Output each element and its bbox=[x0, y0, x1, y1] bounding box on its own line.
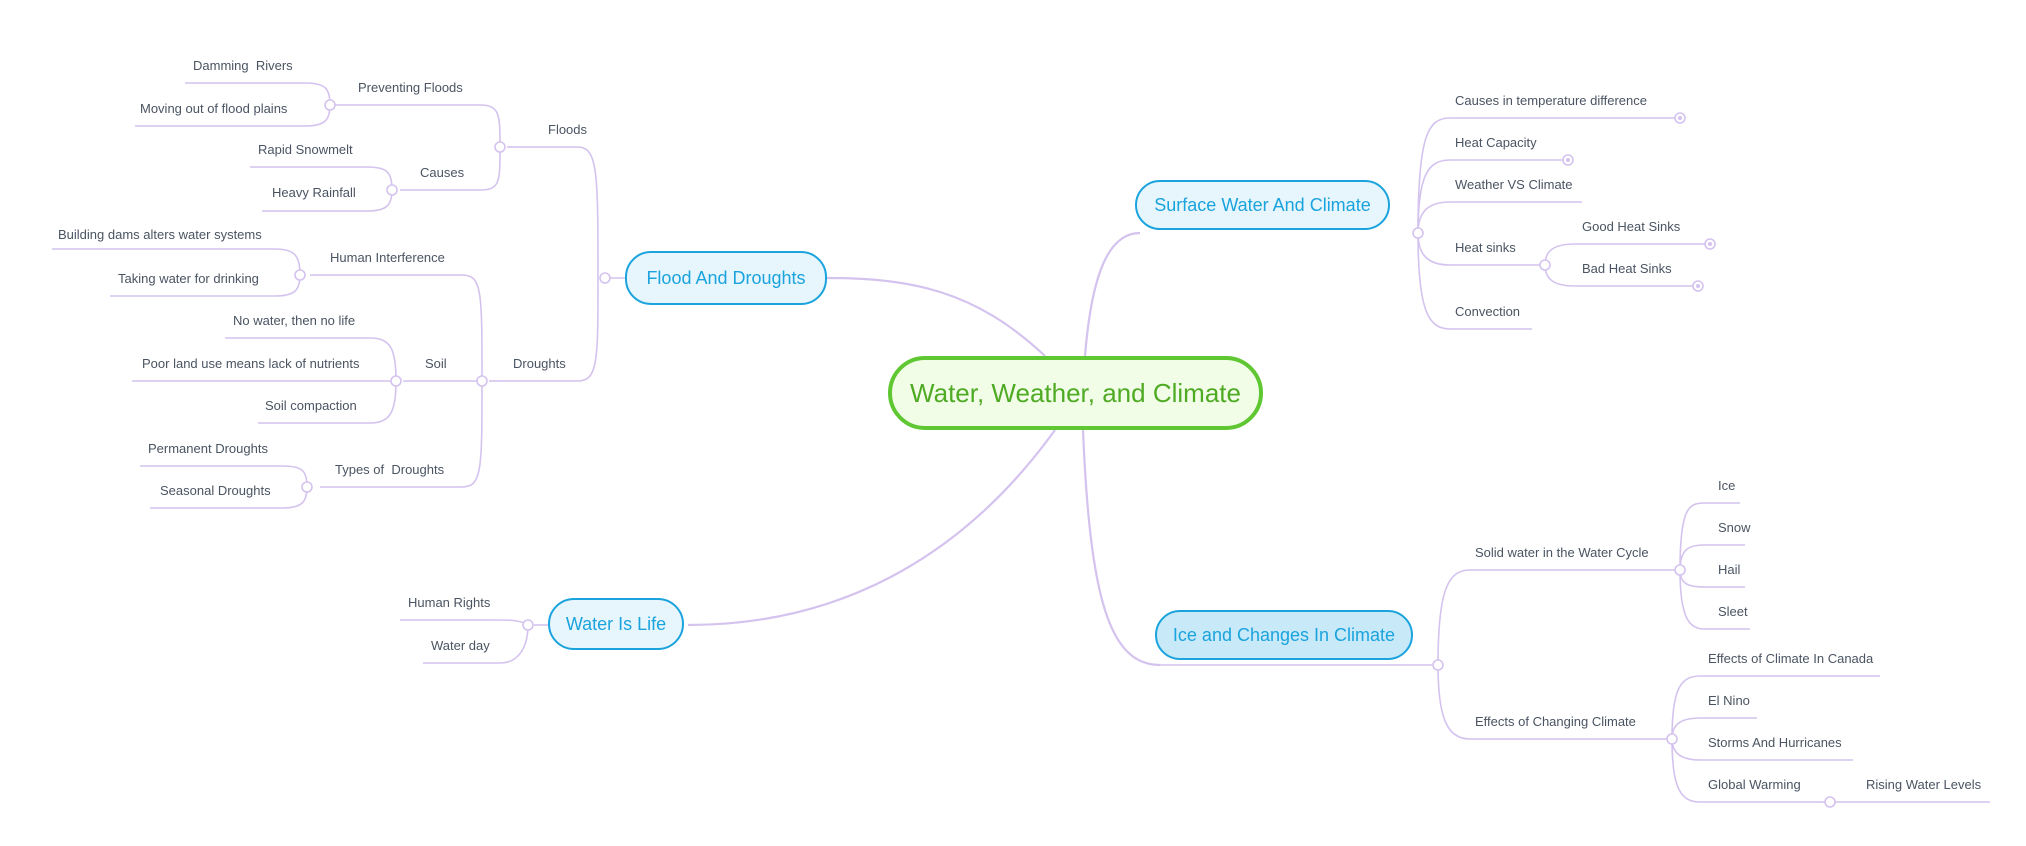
connector-water-day bbox=[423, 624, 529, 664]
collapse-knob-preventing[interactable] bbox=[324, 99, 336, 111]
collapse-knob-heat-sinks[interactable] bbox=[1539, 259, 1551, 271]
topic-floods[interactable]: Floods bbox=[548, 122, 588, 137]
connector-causes bbox=[400, 146, 501, 191]
connector-no-water bbox=[225, 337, 397, 382]
connector-convection bbox=[1417, 232, 1532, 330]
connector-sleet bbox=[1679, 569, 1750, 630]
collapse-knob-causes[interactable] bbox=[386, 184, 398, 196]
connector-droughts bbox=[500, 277, 599, 382]
collapse-knob-life[interactable] bbox=[522, 619, 534, 631]
topic-soil[interactable]: Soil bbox=[425, 356, 447, 371]
topic-good-heat-sinks[interactable]: Good Heat Sinks bbox=[1582, 219, 1681, 234]
topic-droughts[interactable]: Droughts bbox=[513, 356, 566, 371]
connector-solid-water bbox=[1437, 569, 1680, 666]
topic-sleet[interactable]: Sleet bbox=[1718, 604, 1748, 619]
connector-warming bbox=[1671, 738, 1815, 803]
branch-flood-and-droughts[interactable]: Flood And Droughts bbox=[625, 251, 827, 305]
topic-soil-compaction[interactable]: Soil compaction bbox=[265, 398, 357, 413]
connector-canada bbox=[1671, 675, 1880, 740]
topic-climate-in-canada[interactable]: Effects of Climate In Canada bbox=[1708, 651, 1874, 666]
collapse-knob-warming[interactable] bbox=[1824, 796, 1836, 808]
connector-types bbox=[320, 380, 483, 488]
topic-permanent-droughts[interactable]: Permanent Droughts bbox=[148, 441, 268, 456]
topic-changing-climate[interactable]: Effects of Changing Climate bbox=[1475, 714, 1636, 729]
branch-water-is-life[interactable]: Water Is Life bbox=[548, 598, 684, 650]
topic-convection[interactable]: Convection bbox=[1455, 304, 1520, 319]
connector-snow bbox=[1679, 544, 1745, 571]
connector-temp-diff bbox=[1417, 117, 1680, 234]
topic-heat-capacity[interactable]: Heat Capacity bbox=[1455, 135, 1537, 150]
collapse-knob-floods[interactable] bbox=[494, 141, 506, 153]
collapse-knob-droughts[interactable] bbox=[476, 375, 488, 387]
expand-dot bbox=[1696, 284, 1700, 288]
topic-types-of-droughts[interactable]: Types of Droughts bbox=[335, 462, 445, 477]
expand-dot bbox=[1566, 158, 1570, 162]
topic-dams-alter[interactable]: Building dams alters water systems bbox=[58, 227, 262, 242]
topic-human-interference[interactable]: Human Interference bbox=[330, 250, 445, 265]
topic-no-water[interactable]: No water, then no life bbox=[233, 313, 355, 328]
collapse-knob-surface[interactable] bbox=[1412, 227, 1424, 239]
topic-drinking-water[interactable]: Taking water for drinking bbox=[118, 271, 259, 286]
collapse-knob-types[interactable] bbox=[301, 481, 313, 493]
connector-ice-and-changes bbox=[1081, 429, 1161, 667]
collapse-knob-human-interference[interactable] bbox=[294, 269, 306, 281]
topic-heavy-rainfall[interactable]: Heavy Rainfall bbox=[272, 185, 356, 200]
connector-surface-water bbox=[1083, 231, 1141, 357]
topic-global-warming[interactable]: Global Warming bbox=[1708, 777, 1801, 792]
topic-snow[interactable]: Snow bbox=[1718, 520, 1751, 535]
branch-ice-and-changes-in-climate[interactable]: Ice and Changes In Climate bbox=[1155, 610, 1413, 660]
topic-ice[interactable]: Ice bbox=[1718, 478, 1735, 493]
topic-rising-water-levels[interactable]: Rising Water Levels bbox=[1866, 777, 1982, 792]
connector-floods bbox=[515, 146, 599, 279]
connector-changing bbox=[1437, 664, 1672, 740]
connector-preventing-floods bbox=[335, 104, 501, 148]
topic-poor-land-use[interactable]: Poor land use means lack of nutrients bbox=[142, 356, 360, 371]
central-topic[interactable]: Water, Weather, and Climate bbox=[888, 356, 1263, 430]
connector-compaction bbox=[258, 380, 397, 424]
collapse-knob-soil[interactable] bbox=[390, 375, 402, 387]
topic-moving-out[interactable]: Moving out of flood plains bbox=[140, 101, 288, 116]
topic-weather-vs-climate[interactable]: Weather VS Climate bbox=[1455, 177, 1573, 192]
connector-human-interference bbox=[310, 274, 483, 382]
branch-surface-water-and-climate[interactable]: Surface Water And Climate bbox=[1135, 180, 1390, 230]
topic-preventing-floods[interactable]: Preventing Floods bbox=[358, 80, 463, 95]
collapse-knob-flood[interactable] bbox=[599, 272, 611, 284]
topic-hail[interactable]: Hail bbox=[1718, 562, 1741, 577]
topic-storms-hurricanes[interactable]: Storms And Hurricanes bbox=[1708, 735, 1842, 750]
topic-el-nino[interactable]: El Nino bbox=[1708, 693, 1750, 708]
topic-heat-sinks[interactable]: Heat sinks bbox=[1455, 240, 1516, 255]
topic-causes[interactable]: Causes bbox=[420, 165, 465, 180]
topic-seasonal-droughts[interactable]: Seasonal Droughts bbox=[160, 483, 271, 498]
collapse-knob-changing[interactable] bbox=[1666, 733, 1678, 745]
topic-damming-rivers[interactable]: Damming Rivers bbox=[193, 58, 293, 73]
expand-dot bbox=[1678, 116, 1682, 120]
collapse-knob-ice[interactable] bbox=[1432, 659, 1444, 671]
connector-rights bbox=[400, 619, 529, 626]
topic-human-rights[interactable]: Human Rights bbox=[408, 595, 491, 610]
connector-ice bbox=[1679, 502, 1740, 571]
topic-temp-difference[interactable]: Causes in temperature difference bbox=[1455, 93, 1647, 108]
connector-water-is-life bbox=[687, 429, 1056, 627]
topic-rapid-snowmelt[interactable]: Rapid Snowmelt bbox=[258, 142, 353, 157]
expand-dot bbox=[1708, 242, 1712, 246]
connector-flood-and-droughts bbox=[826, 276, 1046, 357]
connector-weather-vs bbox=[1417, 201, 1582, 234]
topic-bad-heat-sinks[interactable]: Bad Heat Sinks bbox=[1582, 261, 1672, 276]
connector-heat-capacity bbox=[1417, 159, 1568, 234]
topic-solid-water[interactable]: Solid water in the Water Cycle bbox=[1475, 545, 1649, 560]
collapse-knob-solid-water[interactable] bbox=[1674, 564, 1686, 576]
topic-water-day[interactable]: Water day bbox=[431, 638, 490, 653]
